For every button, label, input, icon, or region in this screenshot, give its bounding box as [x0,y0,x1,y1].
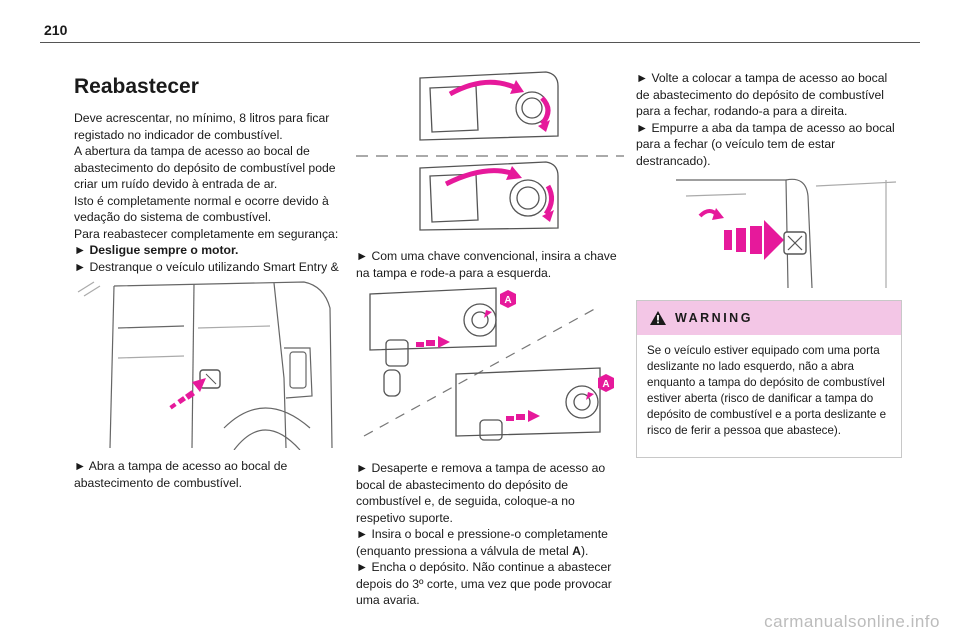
paragraph-normal: Isto é completamente normal e ocorre dev… [74,193,329,225]
page-number: 210 [44,22,68,38]
paragraph-safety: Para reabastecer completamente em segura… [74,226,339,241]
arrow-push-flap [698,208,784,260]
step-fill: ► Encha o depósito. Não continue a abast… [356,560,612,607]
watermark: carmanualsonline.info [764,612,940,631]
key-cap-illustration [356,71,624,231]
warning-title: WARNING [675,311,753,325]
figure-close-flap [636,176,900,289]
label-a-top: A [504,295,511,306]
warning-box: WARNING Se o veículo estiver equipado co… [636,300,902,458]
header-rule [40,42,920,43]
column-2-key-text: ► Com uma chave convencional, insira a c… [356,248,624,281]
figure-van-fuel-flap [74,278,336,451]
step-insert-valve: A [572,543,581,558]
step-key: ► Com uma chave convencional, insira a c… [356,249,617,280]
column-2-lower: ► Desaperte e remova a tampa de acesso a… [356,460,624,609]
column-1-lower: ► Abra a tampa de acesso ao bocal de aba… [74,458,340,491]
column-3: ► Volte a colocar a tampa de acesso ao b… [636,70,904,169]
paragraph-air-noise: A abertura da tampa de acesso ao bocal d… [74,144,336,191]
step-insert-post: ). [580,543,589,558]
arrow-open-flap [169,378,206,410]
step-replace-cap: ► Volte a colocar a tampa de acesso ao b… [636,71,888,118]
warning-triangle-icon [650,311,666,325]
step-insert-pre: ► Insira o bocal e pressione-o completam… [356,527,608,558]
step-push-flap: ► Empurre a aba da tampa de acesso ao bo… [636,120,895,168]
step-insert: ► Insira o bocal e pressione-o completam… [356,526,624,559]
arrows-insert [416,310,594,422]
figure-key-cap [356,66,624,234]
column-1: Reabastecer Deve acrescentar, no mínimo,… [74,70,340,292]
paragraph-min-litres: Deve acrescentar, no mínimo, 8 litros pa… [74,111,330,142]
close-flap-illustration [676,178,897,289]
unscrew-illustration: A A [363,287,614,441]
section-title: Reabastecer [74,75,199,98]
rotate-arrows [444,79,554,216]
warning-text: Se o veículo estiver equipado com uma po… [647,344,887,437]
label-a-badges: A A [500,290,614,392]
figure-unscrew-insert: A A [356,284,624,442]
step-engine-off: ► Desligue sempre o motor. [74,243,239,257]
step-open-flap: ► Abra a tampa de acesso ao bocal de aba… [74,459,288,490]
warning-header: WARNING [637,301,901,335]
van-illustration [77,281,333,451]
label-a-bottom: A [602,379,609,390]
step-unscrew: ► Desaperte e remova a tampa de acesso a… [356,461,606,525]
